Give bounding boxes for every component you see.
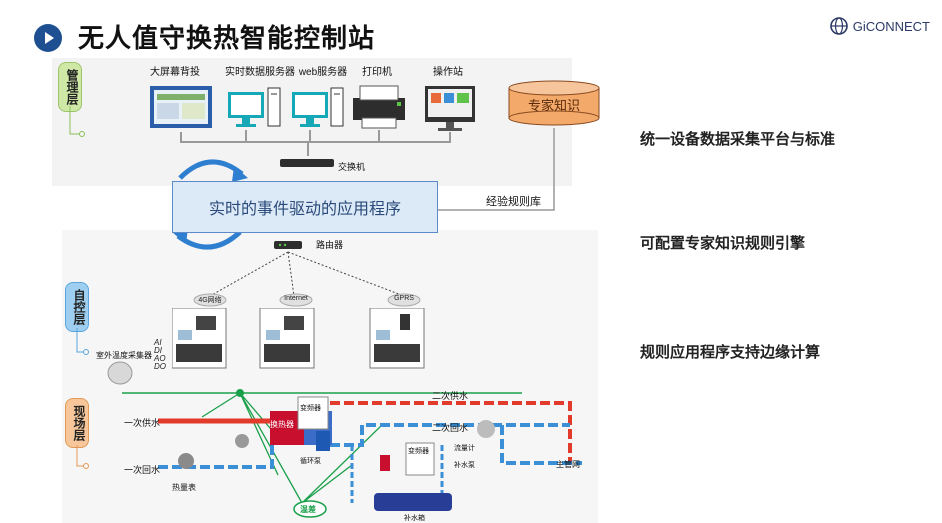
page-title: 无人值守换热智能控制站 bbox=[78, 23, 376, 53]
field-area bbox=[62, 230, 598, 523]
flowmeter-label: 流量计 bbox=[454, 445, 475, 452]
cloud-icon-gprs bbox=[387, 293, 421, 307]
bullet-3: 规则应用程序支持边缘计算 bbox=[640, 344, 821, 361]
big-screen-icon bbox=[150, 86, 212, 128]
bullet-1: 统一设备数据采集平台与标准 bbox=[640, 131, 836, 148]
control-cabinets bbox=[172, 308, 425, 369]
switch-icon bbox=[280, 159, 334, 167]
circ-pump-label: 循环泵 bbox=[300, 458, 321, 465]
layer-auto: 自控层 bbox=[65, 282, 89, 332]
router-icon bbox=[274, 241, 302, 249]
io-ao: AO bbox=[154, 354, 166, 363]
network-links bbox=[209, 251, 405, 297]
layer-connectors bbox=[69, 106, 89, 469]
workstation-icon bbox=[425, 86, 475, 131]
expert-knowledge-db bbox=[508, 80, 600, 126]
io-ai: AI bbox=[154, 338, 162, 347]
network-gprs: GPRS bbox=[394, 295, 414, 302]
plc-cabinet-2 bbox=[259, 308, 315, 369]
layer-field: 现场层 bbox=[65, 398, 89, 448]
bullet-2: 可配置专家知识规则引擎 bbox=[640, 235, 806, 252]
event-driven-app: 实时的事件驱动的应用程序 bbox=[172, 181, 438, 233]
vfd1-label: 变频器 bbox=[300, 405, 321, 412]
device-label-workstation: 操作站 bbox=[433, 67, 463, 78]
device-label-printer: 打印机 bbox=[362, 67, 392, 78]
globe-icon bbox=[829, 17, 848, 35]
secondary-supply-label: 二次供水 bbox=[432, 391, 469, 401]
logo-text: GiCONNECT bbox=[852, 18, 930, 34]
rule-base-label: 经验规则库 bbox=[486, 196, 541, 208]
makeup-pump-label: 补水泵 bbox=[454, 462, 475, 469]
network-4g: 4G网络 bbox=[198, 297, 222, 304]
outdoor-collector-label: 室外温度采集器 bbox=[96, 351, 152, 360]
server-icon bbox=[228, 87, 281, 127]
device-label-rt-server: 实时数据服务器 bbox=[225, 67, 295, 78]
cloud-icon-internet bbox=[279, 293, 313, 307]
router-label: 路由器 bbox=[316, 240, 344, 250]
device-label-web-server: web服务器 bbox=[298, 67, 348, 78]
field-piping bbox=[122, 389, 582, 518]
cloud-icon-4g bbox=[193, 293, 227, 307]
rule-connector bbox=[436, 128, 555, 211]
primary-supply-label: 一次供水 bbox=[124, 418, 161, 428]
exchanger-label: 换热器 bbox=[270, 420, 294, 429]
logo: GiCONNECT bbox=[829, 16, 930, 36]
device-label-screen: 大屏幕背投 bbox=[150, 67, 200, 78]
water-tank-label: 补水箱 bbox=[404, 515, 425, 522]
switch-label: 交换机 bbox=[338, 162, 366, 172]
plc-cabinet-1 bbox=[172, 308, 227, 369]
web-server-icon bbox=[292, 87, 344, 127]
printer-icon bbox=[353, 85, 405, 129]
primary-return-label: 一次回水 bbox=[124, 465, 161, 475]
io-di: DI bbox=[154, 346, 162, 355]
network-internet: Internet bbox=[284, 295, 308, 302]
io-do: DO bbox=[154, 362, 166, 371]
vfd2-label: 变频器 bbox=[408, 448, 429, 455]
management-devices bbox=[150, 85, 475, 156]
expert-label: 专家知识 bbox=[527, 98, 580, 113]
heat-meter-label: 热量表 bbox=[172, 483, 196, 492]
outdoor-sensor-icon bbox=[107, 361, 133, 385]
io-labels: AI DI AO DO bbox=[154, 339, 166, 371]
plc-cabinet-3 bbox=[369, 308, 425, 369]
temp-diff-label: 温差 bbox=[300, 505, 316, 514]
main-network-label: 主管网 bbox=[556, 460, 580, 469]
secondary-return-label: 二次回水 bbox=[432, 423, 469, 433]
play-icon bbox=[34, 24, 62, 52]
